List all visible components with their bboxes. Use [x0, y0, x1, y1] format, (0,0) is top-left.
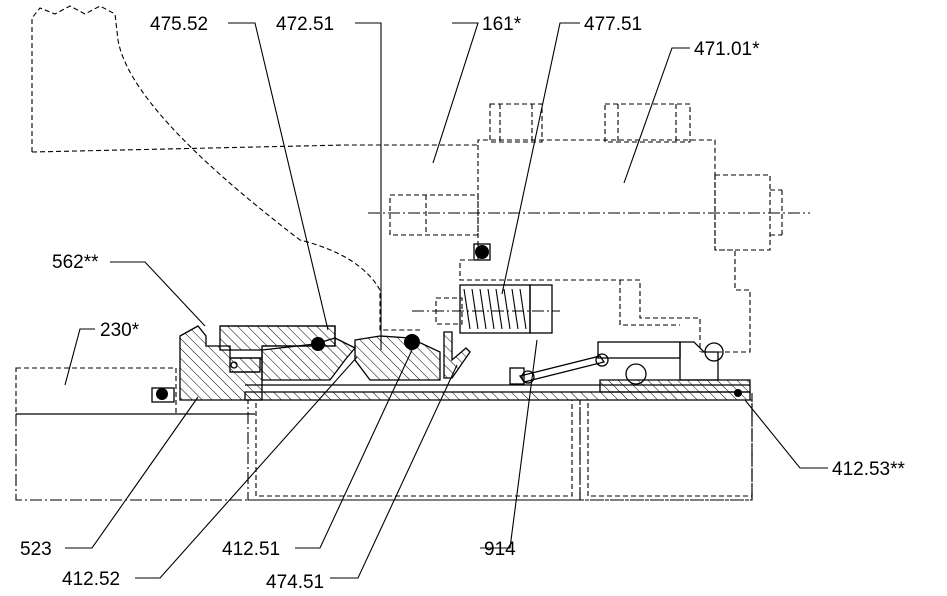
label-523: 523: [20, 539, 52, 560]
label-474-51: 474.51: [266, 572, 324, 593]
seal-ring-housing: [179, 325, 441, 401]
label-412-52: 412.52: [62, 569, 120, 590]
label-230: 230*: [100, 320, 140, 341]
label-477-51: 477.51: [584, 14, 642, 35]
part-labels: 475.52 472.51 161* 477.51 471.01* 562** …: [20, 14, 906, 593]
label-562: 562**: [52, 252, 99, 273]
label-161: 161*: [482, 14, 522, 35]
drive-collar: [443, 331, 471, 379]
clamp-ring: [509, 341, 751, 393]
leader-lines: [64, 22, 828, 579]
label-471-01: 471.01*: [694, 39, 760, 60]
spring: [412, 284, 560, 334]
label-472-51: 472.51: [276, 14, 334, 35]
label-914: 914: [484, 539, 516, 560]
bolt-heads: [368, 103, 810, 251]
casing-outline: [31, 5, 751, 353]
label-412-53: 412.53**: [832, 459, 906, 480]
label-412-51: 412.51: [222, 539, 280, 560]
label-475-52: 475.52: [150, 14, 208, 35]
